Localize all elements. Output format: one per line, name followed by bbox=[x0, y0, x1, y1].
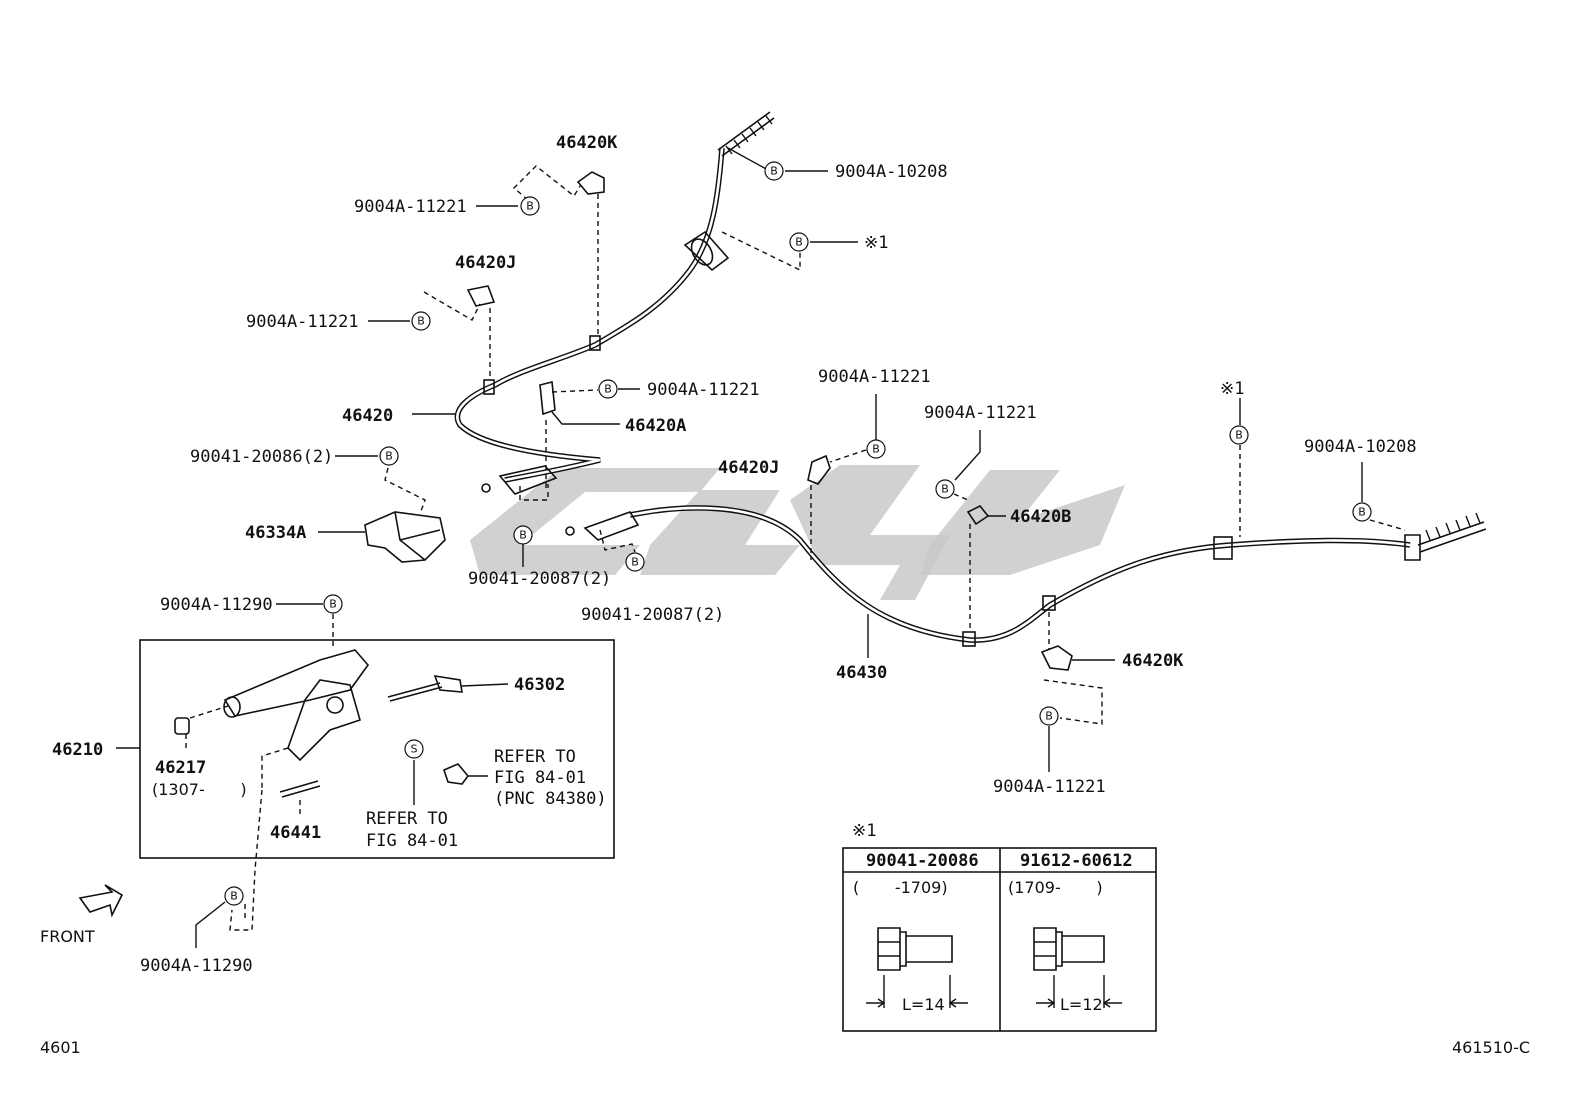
label-9004A-11290-top: 9004A-11290 bbox=[160, 595, 273, 615]
table-col2-part: 91612-60612 bbox=[1020, 851, 1133, 871]
clamp-46420J-top-drawing bbox=[466, 285, 496, 307]
label-46420A: 46420A bbox=[625, 416, 686, 436]
svg-text:B: B bbox=[770, 165, 778, 178]
svg-text:B: B bbox=[230, 890, 238, 903]
clamp-46420K-right-drawing bbox=[1040, 645, 1073, 671]
label-9004A-11221-e: 9004A-11221 bbox=[924, 403, 1037, 423]
label-front: FRONT bbox=[40, 927, 95, 946]
label-46441: 46441 bbox=[270, 823, 321, 843]
svg-text:B: B bbox=[519, 529, 527, 542]
svg-text:B: B bbox=[385, 450, 393, 463]
label-90041-20086: 90041-20086(2) bbox=[190, 447, 333, 467]
refer1-line2: FIG 84-01 bbox=[494, 768, 586, 788]
svg-text:B: B bbox=[417, 315, 425, 328]
table-note-mark: ※1 bbox=[852, 821, 876, 841]
pin-46441-drawing bbox=[279, 780, 321, 798]
circle-b-mark: B bbox=[224, 886, 244, 906]
label-46430: 46430 bbox=[836, 663, 887, 683]
watermark-logo bbox=[470, 465, 1125, 600]
label-9004A-10208-right: 9004A-10208 bbox=[1304, 437, 1417, 457]
circle-b-mark: B bbox=[379, 446, 399, 466]
label-46420: 46420 bbox=[342, 406, 393, 426]
leader-lines bbox=[116, 147, 1406, 948]
svg-text:B: B bbox=[872, 443, 880, 456]
refer2-line2: FIG 84-01 bbox=[366, 831, 458, 851]
svg-text:B: B bbox=[1045, 710, 1053, 723]
label-90041-20087-a: 90041-20087(2) bbox=[468, 569, 611, 589]
refer1-line1: REFER TO bbox=[494, 747, 576, 767]
label-9004A-11290-bottom: 9004A-11290 bbox=[140, 956, 253, 976]
circle-b-mark: B bbox=[1039, 706, 1059, 726]
circle-b-mark: B bbox=[764, 161, 784, 181]
svg-text:B: B bbox=[329, 598, 337, 611]
label-note1-top: ※1 bbox=[864, 233, 888, 253]
label-9004A-11221-a: 9004A-11221 bbox=[354, 197, 467, 217]
label-9004A-11221-c: 9004A-11221 bbox=[647, 380, 760, 400]
table-col2-length: L=12 bbox=[1060, 995, 1103, 1014]
refer2-line1: REFER TO bbox=[366, 809, 448, 829]
circle-b-mark: B bbox=[411, 311, 431, 331]
table-col2-range: (1709- ) bbox=[1008, 878, 1103, 897]
svg-text:B: B bbox=[795, 236, 803, 249]
svg-text:B: B bbox=[604, 383, 612, 396]
rod-46302-drawing bbox=[387, 674, 463, 702]
svg-text:B: B bbox=[526, 200, 534, 213]
circle-b-mark: B bbox=[935, 479, 955, 499]
label-9004A-11221-d: 9004A-11221 bbox=[818, 367, 931, 387]
bolt-drawing-col2 bbox=[1033, 927, 1122, 1008]
circle-b-mark: B bbox=[789, 232, 809, 252]
refer1-line3: (PNC 84380) bbox=[494, 789, 607, 809]
table-col1-part: 90041-20086 bbox=[866, 851, 979, 871]
circle-marks: B B B B B B B B B B B B B B B S bbox=[224, 161, 1372, 906]
label-note1-right: ※1 bbox=[1220, 379, 1244, 399]
front-arrow-icon bbox=[78, 884, 124, 918]
label-9004A-11221-b: 9004A-11221 bbox=[246, 312, 359, 332]
part-labels: 46420K 9004A-10208 9004A-11221 ※1 46420J… bbox=[40, 133, 1530, 1057]
label-46217: 46217 bbox=[155, 758, 206, 778]
svg-text:S: S bbox=[411, 743, 418, 756]
circle-b-mark: B bbox=[513, 525, 533, 545]
svg-text:B: B bbox=[1358, 506, 1366, 519]
clamp-46420K-top-drawing bbox=[576, 171, 605, 195]
circle-b-mark: B bbox=[866, 439, 886, 459]
label-46302: 46302 bbox=[514, 675, 565, 695]
cable-46420 bbox=[454, 111, 775, 495]
clamp-46420J-mid-drawing bbox=[807, 454, 831, 485]
circle-b-mark: B bbox=[598, 379, 618, 399]
label-46210: 46210 bbox=[52, 740, 103, 760]
bolt-drawing-col1 bbox=[866, 927, 968, 1008]
cable-46430 bbox=[565, 505, 1487, 647]
circle-b-mark: B bbox=[323, 594, 343, 614]
note-table: ※1 90041-20086 91612-60612 ( -1709) (170… bbox=[842, 821, 1157, 1032]
svg-text:B: B bbox=[941, 483, 949, 496]
bracket-46420A-drawing bbox=[539, 381, 556, 416]
svg-text:B: B bbox=[1235, 429, 1243, 442]
label-9004A-10208-top: 9004A-10208 bbox=[835, 162, 948, 182]
circle-b-mark: B bbox=[625, 552, 645, 572]
label-46420K-right: 46420K bbox=[1122, 651, 1184, 671]
label-46334A: 46334A bbox=[245, 523, 306, 543]
label-46420J-top: 46420J bbox=[455, 253, 516, 273]
svg-text:B: B bbox=[631, 556, 639, 569]
circle-b-mark: B bbox=[1352, 502, 1372, 522]
page-code: 4601 bbox=[40, 1038, 81, 1057]
label-46420J-mid: 46420J bbox=[718, 458, 779, 478]
table-col1-length: L=14 bbox=[902, 995, 945, 1014]
table-col1-range: ( -1709) bbox=[853, 878, 948, 897]
switch-drawing bbox=[443, 763, 470, 785]
label-46420B: 46420B bbox=[1010, 507, 1071, 527]
figure-code: 461510-C bbox=[1452, 1038, 1530, 1057]
circle-s-mark: S bbox=[404, 739, 424, 759]
knob-46217-drawing bbox=[174, 717, 190, 735]
label-90041-20087-b: 90041-20087(2) bbox=[581, 605, 724, 625]
circle-b-mark: B bbox=[1229, 425, 1249, 445]
bracket-46334A-drawing bbox=[364, 511, 446, 563]
circle-b-mark: B bbox=[520, 196, 540, 216]
label-46217-range: (1307- ) bbox=[152, 780, 247, 799]
lever-assembly-box bbox=[139, 639, 615, 859]
label-9004A-11221-f: 9004A-11221 bbox=[993, 777, 1106, 797]
label-46420K-top: 46420K bbox=[556, 133, 618, 153]
lever-46210-drawing bbox=[223, 649, 370, 762]
